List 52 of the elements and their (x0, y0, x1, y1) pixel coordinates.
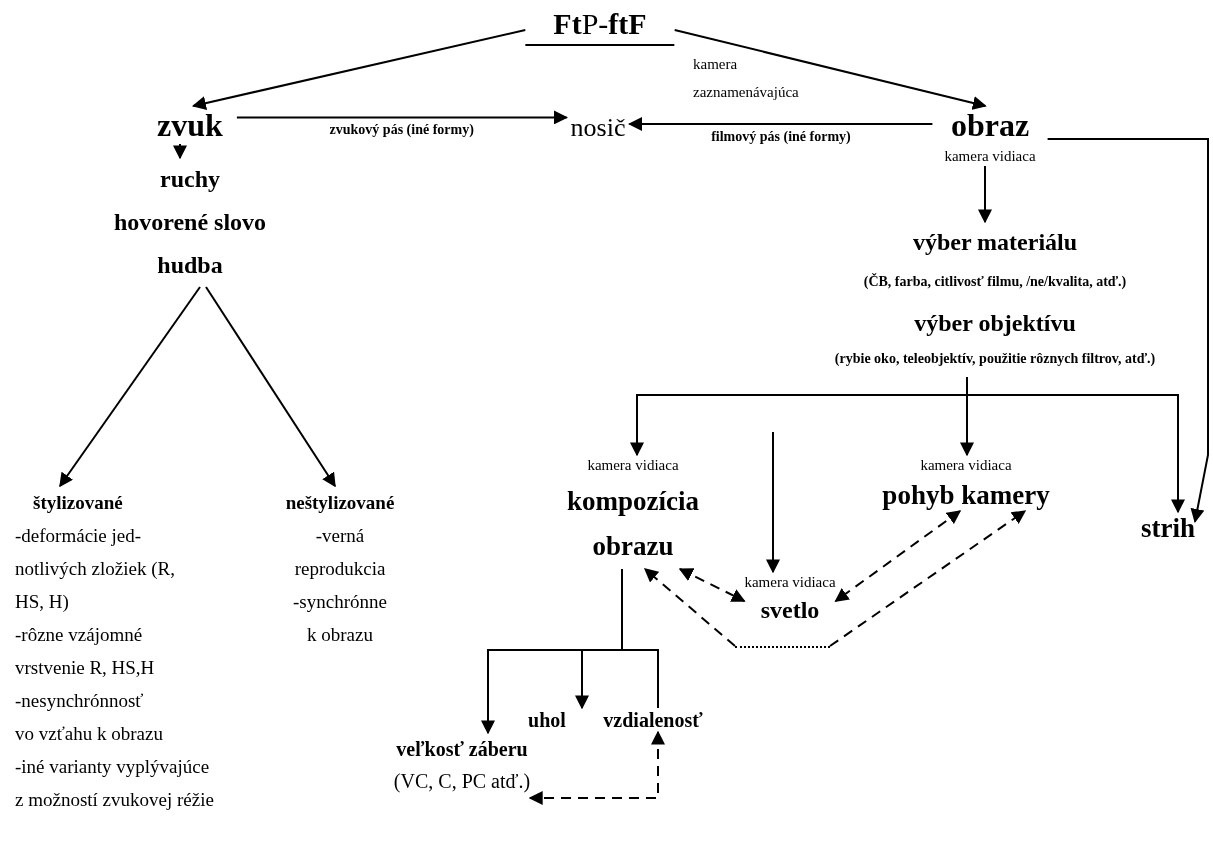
arrow (59, 286, 201, 488)
list-item: -deformácie jed- notlivých zložiek (R, HS, H) (15, 524, 176, 614)
connector-line (621, 568, 659, 709)
arrow (673, 29, 987, 110)
arrow (978, 165, 992, 224)
list-item: -iné varianty vyplývajúce z možností zvukovej réžie (15, 755, 215, 812)
arrow (191, 29, 527, 110)
node-label: uhol (528, 708, 566, 732)
node-label: strih (1141, 512, 1195, 544)
node-label: nosič (570, 112, 626, 143)
node-label: kompozícia obrazu (566, 485, 700, 563)
dotted-line (735, 646, 830, 648)
dashed-arrow (528, 730, 665, 805)
dashed-arrow (643, 568, 736, 647)
arrow (1046, 138, 1209, 523)
detail-text: (ČB, farba, citlivosť filmu, /ne/kvalita, atď.) (863, 272, 1127, 291)
caption-text: kamera vidiaca (944, 147, 1036, 166)
node-label: pohyb kamery (882, 479, 1050, 511)
node-label: zvuk (157, 106, 223, 144)
heading-text: FtP-ftF (525, 6, 675, 46)
arrow (966, 376, 1185, 514)
node-label: obraz (949, 106, 1031, 144)
list-item: -synchrónne k obrazu (292, 590, 388, 647)
detail-text: (VC, C, PC atď.) (393, 769, 531, 795)
arrow (235, 110, 568, 125)
dashed-arrow (678, 568, 746, 603)
node-label: veľkosť záberu (395, 737, 529, 762)
arrow (766, 431, 780, 574)
node-label: výber materiálu (911, 228, 1079, 257)
dashed-arrow (829, 510, 1027, 647)
list-item: -verná reprodukcia (293, 524, 387, 581)
node-label: vzdialenosť (603, 708, 703, 732)
node-label: hudba (156, 251, 224, 280)
list-item: -nesynchrónnosť vo vzťahu k obrazu (15, 689, 163, 746)
heading-text: štylizované (32, 491, 124, 515)
edge-label: zvukový pás (iné formy) (329, 122, 474, 139)
arrow (205, 286, 336, 488)
edge-label: filmový pás (iné formy) (711, 129, 851, 145)
arrow (173, 143, 187, 160)
detail-text: (rybie oko, teleobjektív, použitie rôznych filtrov, atď.) (834, 350, 1156, 368)
node-label: svetlo (759, 596, 821, 625)
caption-text: kamera vidiaca (586, 456, 680, 475)
heading-text: neštylizované (285, 491, 395, 515)
caption-text: kamera vidiaca (744, 573, 836, 592)
node-label: ruchy (159, 165, 221, 194)
caption-text: kamera vidiaca (919, 456, 1013, 475)
arrow (628, 117, 934, 131)
node-label: výber objektívu (913, 309, 1077, 338)
dashed-arrow (834, 510, 962, 603)
list-item: -rôzne vzájomné vrstvenie R, HS,H (15, 623, 156, 680)
node-label: hovorené slovo (113, 208, 267, 237)
edge-label: kamera zaznamenávajúca (693, 55, 800, 102)
